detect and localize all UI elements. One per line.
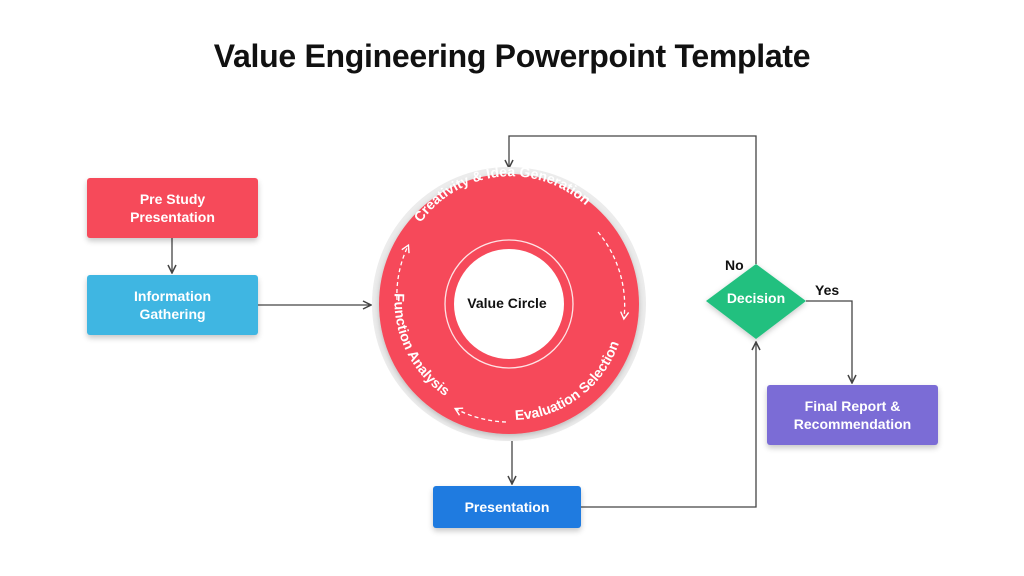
pre-study-line2: Presentation <box>130 209 215 225</box>
presentation-box: Presentation <box>433 486 581 528</box>
value-circle-center <box>454 249 564 359</box>
value-circle-label: Value Circle <box>467 295 547 311</box>
value-circle-inner-ring <box>444 239 574 369</box>
final-report-line2: Recommendation <box>793 416 912 432</box>
cycle-arrow-left <box>396 243 410 301</box>
presentation-label: Presentation <box>464 499 550 515</box>
pre-study-line1: Pre Study <box>139 191 206 207</box>
cycle-arrow-bottom <box>453 407 507 423</box>
pre-study-box: Pre Study Presentation <box>87 178 258 238</box>
decision-yes-label: Yes <box>815 282 840 298</box>
final-report-box: Final Report & Recommendation <box>767 385 938 445</box>
information-gathering-box: Information Gathering <box>87 275 258 335</box>
connector-decision-yes <box>806 300 852 382</box>
connector-decision-no-loop <box>509 135 757 264</box>
information-line1: Information <box>134 288 211 304</box>
decision-label: Decision <box>726 290 786 306</box>
decision-diamond <box>706 264 806 339</box>
final-report-line1: Final Report & <box>804 398 901 414</box>
cycle-arrow-right <box>597 231 630 321</box>
page-title: Value Engineering Powerpoint Template <box>213 38 811 74</box>
information-line2: Gathering <box>139 306 206 322</box>
decision-no-label: No <box>725 257 744 273</box>
connector-presentation-to-decision <box>581 343 756 508</box>
